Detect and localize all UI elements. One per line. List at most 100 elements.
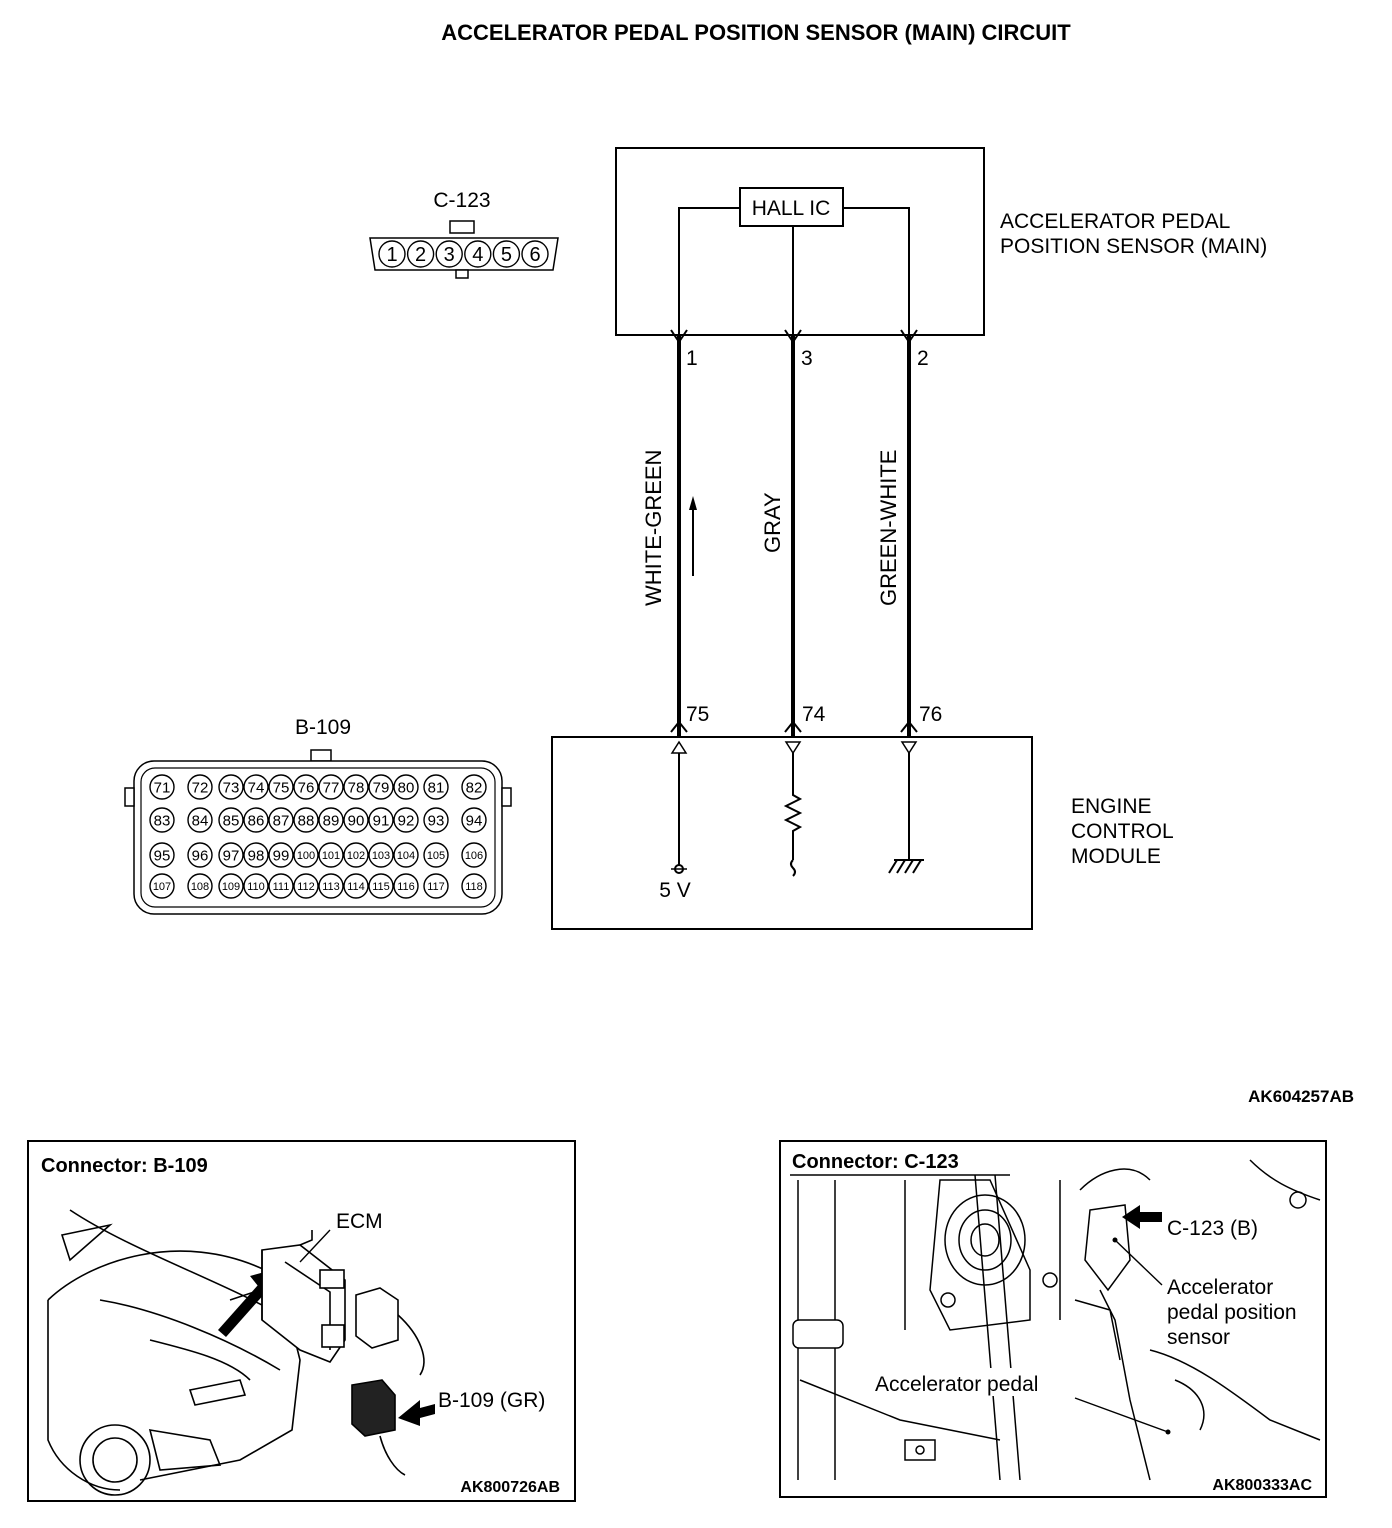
sensor-pin-2: 2: [917, 347, 929, 370]
c123-pointer-arrow: [1122, 1205, 1162, 1229]
b109-pin-106: 106: [465, 850, 483, 862]
pedal-leader-dot: [1165, 1429, 1171, 1435]
c123-pin-3-circle: [435, 240, 463, 268]
connector-b109-label: B-109: [295, 716, 351, 739]
sensor-pin1-terminal: [670, 329, 688, 344]
b109-pin-96-circle: [187, 842, 213, 868]
panel-c123-connector-label: C-123 (B): [1167, 1217, 1258, 1240]
b109-pin-92: 92: [398, 812, 415, 829]
hall-ic-lead-1: [678, 207, 740, 335]
b109-pin-117-circle: [423, 873, 449, 899]
c123-pin-3: 3: [444, 244, 455, 266]
b109-pin-103-circle: [368, 842, 394, 868]
b109-pin-118-circle: [461, 873, 487, 899]
ecm-5v-label: 5 V: [659, 879, 691, 902]
wire-color-white-green: WHITE-GREEN: [641, 450, 666, 606]
b109-pin-106-circle: [461, 842, 487, 868]
b109-pin-94-circle: [461, 807, 487, 833]
sensor-pin3-terminal: [784, 329, 802, 344]
diagram-code: AK604257AB: [1248, 1087, 1354, 1106]
b109-pin-114-circle: [343, 873, 369, 899]
b109-pin-100: 100: [297, 850, 315, 862]
b109-pin-109: 109: [222, 881, 240, 893]
b109-pin-98: 98: [248, 847, 265, 864]
c123-pin-6: 6: [529, 244, 540, 266]
b109-pin-84: 84: [192, 812, 209, 829]
page-title: ACCELERATOR PEDAL POSITION SENSOR (MAIN)…: [441, 20, 1071, 45]
b109-pin-113-circle: [318, 873, 344, 899]
b109-pin-109-circle: [218, 873, 244, 899]
b109-pin-105-circle: [423, 842, 449, 868]
b109-pin-114: 114: [347, 881, 365, 893]
b109-pin-74-circle: [243, 774, 269, 800]
b109-pin-115: 115: [372, 881, 390, 893]
b109-pin-77: 77: [323, 779, 340, 796]
b109-pin-73: 73: [223, 779, 240, 796]
b109-pin-83-circle: [149, 807, 175, 833]
b109-pin-105: 105: [427, 850, 445, 862]
b109-pin-73-circle: [218, 774, 244, 800]
b109-pin-110-circle: [243, 873, 269, 899]
panel-c123-sensor-line1: Accelerator: [1167, 1276, 1273, 1299]
ecm-box: [551, 736, 1033, 930]
b109-pin-80-circle: [393, 774, 419, 800]
b109-pin-85: 85: [223, 812, 240, 829]
ecm-resistor-continuation: [790, 859, 796, 877]
b109-pin-87-circle: [268, 807, 294, 833]
b109-pin-93-circle: [423, 807, 449, 833]
b109-pin-76: 76: [298, 779, 315, 796]
ecm-pin-74: 74: [802, 703, 826, 726]
sensor-name-line1: ACCELERATOR PEDAL: [1000, 210, 1230, 233]
hall-ic-label: HALL IC: [752, 197, 831, 220]
b109-pin-90: 90: [348, 812, 365, 829]
ground-icon: [888, 859, 924, 874]
panel-c123-sensor-line3: sensor: [1167, 1326, 1230, 1349]
c123-pin-5: 5: [501, 244, 512, 266]
b109-pin-104: 104: [397, 850, 415, 862]
b109-pin-116: 116: [397, 881, 415, 893]
b109-pin-116-circle: [393, 873, 419, 899]
panel-b109-connector-label: B-109 (GR): [438, 1389, 545, 1412]
b109-pin-75: 75: [273, 779, 290, 796]
b109-pin-99-circle: [268, 842, 294, 868]
pedal-leader-line: [1074, 1397, 1169, 1433]
c123-pin-1-circle: [378, 240, 406, 268]
b109-pin-89: 89: [323, 812, 340, 829]
sensor-leader-line: [1114, 1239, 1163, 1286]
b109-pin-118: 118: [465, 881, 483, 893]
b109-pin-102-circle: [343, 842, 369, 868]
b109-pin-91: 91: [373, 812, 390, 829]
b109-pin-81-circle: [423, 774, 449, 800]
b109-pin-104-circle: [393, 842, 419, 868]
b109-pin-87: 87: [273, 812, 290, 829]
b109-pin-108: 108: [191, 881, 209, 893]
b109-pin-99: 99: [273, 847, 290, 864]
c123-pin-5-circle: [492, 240, 521, 268]
ecm-pin-76: 76: [919, 703, 942, 726]
b109-pin-101-circle: [318, 842, 344, 868]
b109-pin-90-circle: [343, 807, 369, 833]
b109-pin-111-circle: [268, 873, 294, 899]
b109-pin-94: 94: [466, 812, 483, 829]
panel-b109-title: Connector: B-109: [41, 1155, 208, 1177]
pedal-area-illustration: [790, 1159, 1321, 1481]
b109-pin-78: 78: [348, 779, 365, 796]
b109-pin-72-circle: [187, 774, 213, 800]
b109-pin-88-circle: [293, 807, 319, 833]
b109-pin-77-circle: [318, 774, 344, 800]
ecm-name-line2: CONTROL: [1071, 820, 1174, 843]
b109-pin-88: 88: [298, 812, 315, 829]
panel-c123-sensor-line2: pedal position: [1167, 1301, 1297, 1324]
b109-pin-80: 80: [398, 779, 415, 796]
ecm-resistor: [783, 753, 803, 860]
ecm-name-line3: MODULE: [1071, 845, 1161, 868]
c123-pin-2-circle: [406, 240, 435, 268]
c123-pin-1: 1: [386, 244, 397, 266]
b109-pin-110: 110: [247, 881, 265, 893]
b109-pin-79-circle: [368, 774, 394, 800]
signal-arrow-head: [689, 496, 697, 510]
b109-pin-74: 74: [248, 779, 265, 796]
sensor-pin-1: 1: [686, 347, 698, 370]
b109-pin-96: 96: [192, 847, 209, 864]
ecm-74-input-mark: [784, 741, 802, 755]
